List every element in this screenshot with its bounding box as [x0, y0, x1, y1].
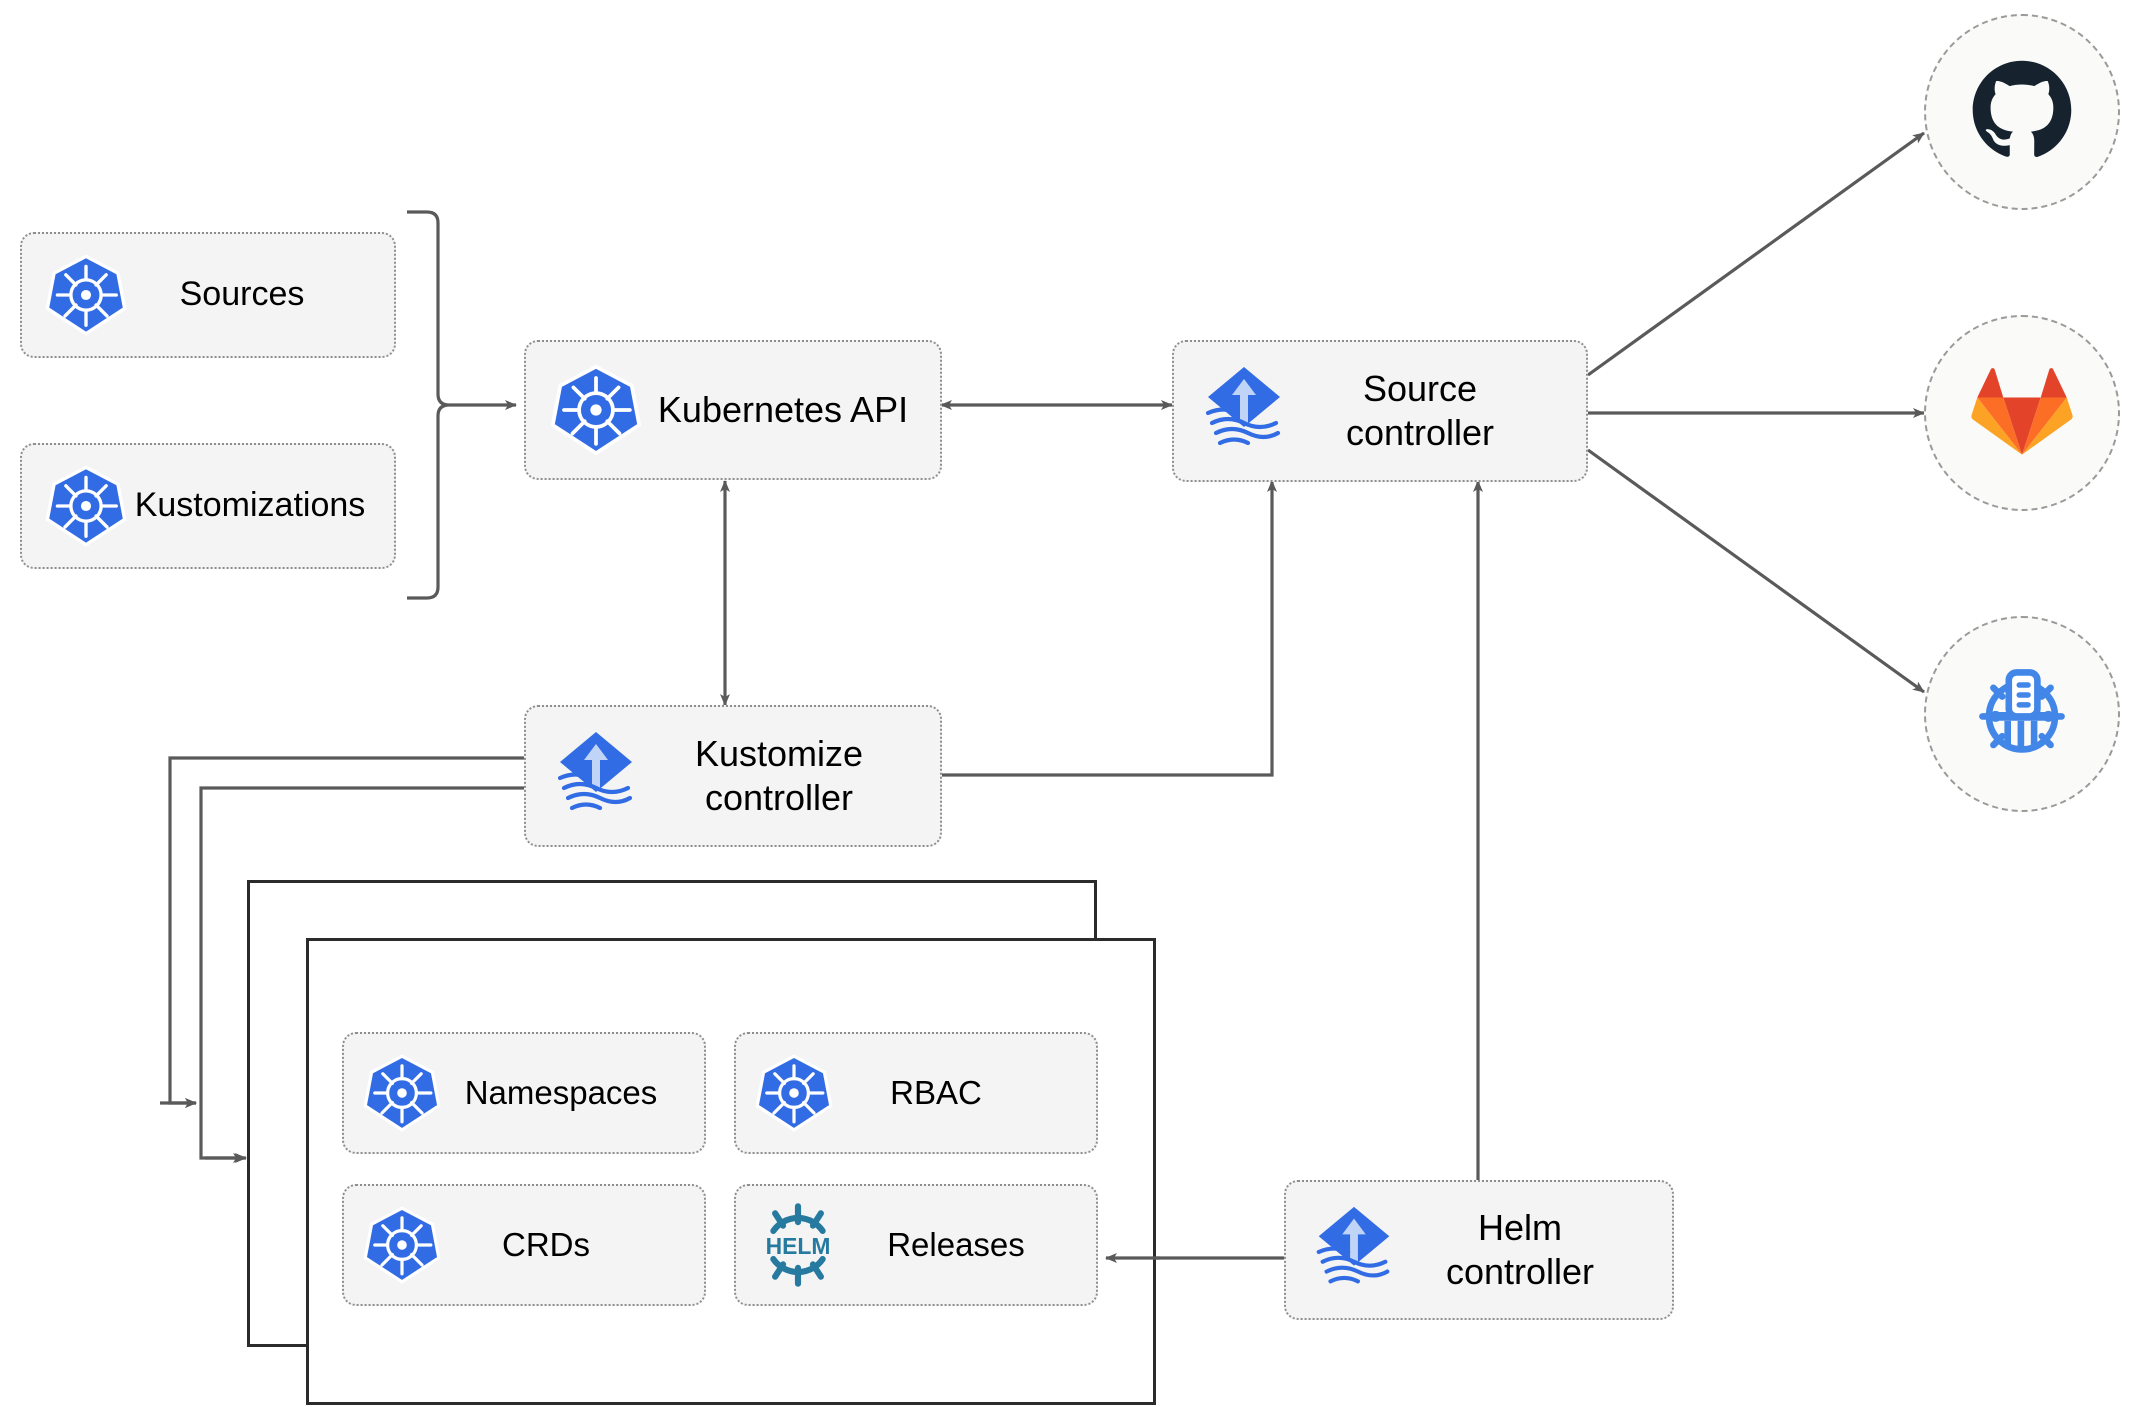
edge-kustomize-to-source: [941, 480, 1277, 777]
node-label: Kustomizations: [134, 486, 366, 525]
provider-gitlab[interactable]: [1924, 315, 2120, 511]
node-rbac[interactable]: RBAC: [734, 1032, 1098, 1154]
helm-repository-icon: [1967, 657, 2077, 772]
node-label: Kubernetes API: [657, 389, 909, 431]
edge-source-to-github: [1587, 131, 1925, 377]
node-label: Releases: [887, 1225, 1025, 1263]
flux-icon: [1304, 1200, 1404, 1300]
helm-icon: HELM: [752, 1199, 844, 1291]
node-label: Sources: [179, 275, 305, 314]
node-kubernetes-api[interactable]: Kubernetes API: [524, 340, 942, 480]
provider-github[interactable]: [1924, 14, 2120, 210]
svg-text:HELM: HELM: [766, 1233, 831, 1259]
node-crds[interactable]: CRDs: [342, 1184, 706, 1306]
github-icon: [1966, 54, 2078, 171]
node-label: Namespaces: [464, 1073, 658, 1111]
node-namespaces[interactable]: Namespaces: [342, 1032, 706, 1154]
edge-source-to-helmrepo: [1587, 448, 1925, 694]
node-label: CRDs: [502, 1225, 590, 1263]
node-label: Helm controller: [1445, 1207, 1595, 1292]
kubernetes-icon: [40, 460, 132, 552]
node-label: Source controller: [1345, 368, 1495, 453]
node-label: Kustomize controller: [694, 733, 864, 818]
kubernetes-icon: [360, 1203, 444, 1287]
kubernetes-icon: [360, 1051, 444, 1135]
node-kustomizations[interactable]: Kustomizations: [20, 443, 396, 569]
node-source-controller[interactable]: Source controller: [1172, 340, 1588, 482]
tenant-front-container[interactable]: [306, 938, 1156, 1405]
kubernetes-icon: [752, 1051, 836, 1135]
node-label: RBAC: [890, 1073, 982, 1111]
gitlab-icon: [1970, 359, 2074, 468]
node-helm-controller[interactable]: Helm controller: [1284, 1180, 1674, 1320]
flux-icon: [544, 724, 648, 828]
provider-helm-repository[interactable]: [1924, 616, 2120, 812]
kubernetes-icon: [40, 249, 132, 341]
flux-icon: [1192, 359, 1296, 463]
node-releases[interactable]: HELM Releases: [734, 1184, 1098, 1306]
kubernetes-icon: [546, 360, 646, 460]
node-sources[interactable]: Sources: [20, 232, 396, 358]
edge-resources-bracket: [407, 210, 450, 600]
node-kustomize-controller[interactable]: Kustomize controller: [524, 705, 942, 847]
